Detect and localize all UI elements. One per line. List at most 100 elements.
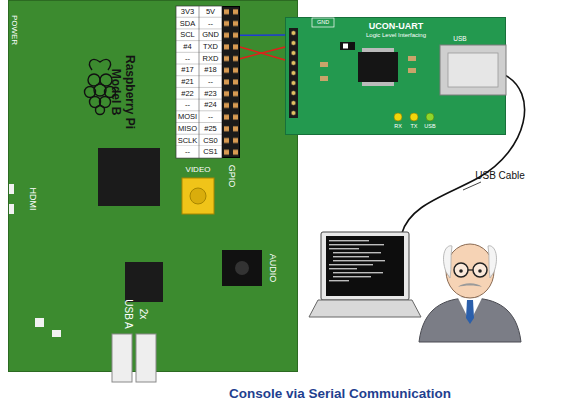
- logo-berry: [105, 87, 116, 98]
- raspberry-logo: [85, 60, 116, 115]
- smd-part: [408, 68, 416, 73]
- console-line: [329, 280, 349, 281]
- console-line: [329, 264, 373, 265]
- voltage-switch: [340, 42, 355, 50]
- pin-label: CS0: [203, 137, 218, 145]
- pin-label: SDA: [180, 20, 195, 28]
- usb-port: [136, 334, 156, 382]
- led-label: RX: [394, 124, 402, 130]
- silkscreen-label: HDMI: [28, 188, 37, 211]
- pin-label: CS1: [203, 149, 218, 157]
- leader-line: [463, 182, 481, 190]
- hdmi-mark: [9, 204, 14, 214]
- silkscreen-label: USB A: [123, 299, 133, 328]
- person-eye: [478, 269, 482, 273]
- audio-jack: [222, 250, 262, 286]
- video-jack: [182, 178, 214, 214]
- pin-label: #24: [204, 102, 217, 110]
- usb-connector: [440, 45, 506, 95]
- video-jack-socket: [190, 188, 206, 204]
- console-line: [329, 244, 384, 245]
- header-pins: [222, 6, 240, 158]
- hdmi-mark: [9, 184, 14, 194]
- uart-chip: [358, 52, 398, 82]
- console-line: [329, 248, 359, 249]
- person-tie: [466, 300, 474, 324]
- laptop-display: [326, 236, 404, 296]
- person-suit: [419, 298, 521, 342]
- pin-table-divider: [199, 6, 200, 158]
- pin-label: MISO: [178, 125, 197, 133]
- gnd-wire: [240, 34, 285, 36]
- usb-connector-face: [448, 53, 498, 87]
- tx-led: [410, 113, 418, 121]
- board-title: UCON-UART: [369, 21, 424, 31]
- smd-part: [408, 56, 416, 61]
- pin-label: --: [208, 78, 213, 86]
- led-pad: [52, 330, 61, 337]
- led-label: TX: [410, 124, 417, 130]
- gnd-connector: [312, 18, 334, 27]
- console-line: [333, 272, 383, 273]
- pin-label: MOSI: [178, 113, 197, 121]
- person-head: [446, 244, 494, 298]
- person-hair: [444, 246, 452, 278]
- audio-jack-socket: [235, 261, 249, 275]
- led-label: USB: [424, 124, 435, 130]
- logo-berry: [96, 106, 105, 115]
- uart-pin-header: [289, 28, 298, 118]
- chip-pins: [362, 48, 394, 52]
- pin-label: #23: [204, 90, 217, 98]
- pin-table: [176, 6, 222, 158]
- silkscreen-label: AUDIO: [268, 254, 277, 283]
- silkscreen-label: POWER: [10, 15, 18, 45]
- pin-label: --: [185, 102, 190, 110]
- console-line: [329, 240, 369, 241]
- pin-label: GND: [317, 20, 329, 26]
- pin-label: #22: [181, 90, 194, 98]
- rxd-wire: [240, 47, 285, 59]
- rx-led: [394, 113, 402, 121]
- person-hair: [488, 246, 496, 278]
- pin-label: --: [208, 20, 213, 28]
- usb-port: [112, 334, 132, 382]
- chip-pins: [362, 82, 394, 86]
- silkscreen-label: USB: [453, 36, 466, 43]
- board-title: Raspberry Pi Model B: [108, 46, 136, 138]
- switch-knob: [343, 44, 348, 49]
- pin-label: --: [185, 55, 190, 63]
- pin-label: 3V3: [181, 8, 194, 16]
- pin-label: --: [208, 113, 213, 121]
- console-line: [333, 256, 369, 257]
- laptop-screen: [321, 232, 409, 300]
- console-line: [333, 260, 385, 261]
- pin-label: RXD: [203, 55, 219, 63]
- pin-label: 5V: [206, 8, 215, 16]
- person-mustache: [458, 283, 482, 287]
- pin-label: SCLK: [178, 137, 198, 145]
- logo-leaves: [90, 60, 111, 70]
- pin-label: TXD: [203, 43, 218, 51]
- logo-berry: [85, 87, 96, 98]
- smd-part: [320, 76, 328, 81]
- silkscreen-label: VIDEO: [186, 166, 211, 174]
- cable-label: USB Cable: [475, 171, 524, 181]
- pin-label: --: [185, 149, 190, 157]
- header-label: GPIO: [227, 165, 237, 188]
- person-glasses: [454, 263, 468, 277]
- person-glasses: [473, 263, 487, 277]
- pin-label: #17: [181, 67, 194, 75]
- console-line: [333, 276, 371, 277]
- txd-wire: [240, 47, 285, 60]
- led-pad: [35, 318, 44, 327]
- person-glasses: [468, 269, 473, 270]
- caption: Console via Serial Communication: [229, 387, 451, 401]
- pin-label: #25: [204, 125, 217, 133]
- silkscreen-label: 2x: [138, 309, 148, 320]
- console-line: [333, 252, 381, 253]
- pin-label: #4: [183, 43, 191, 51]
